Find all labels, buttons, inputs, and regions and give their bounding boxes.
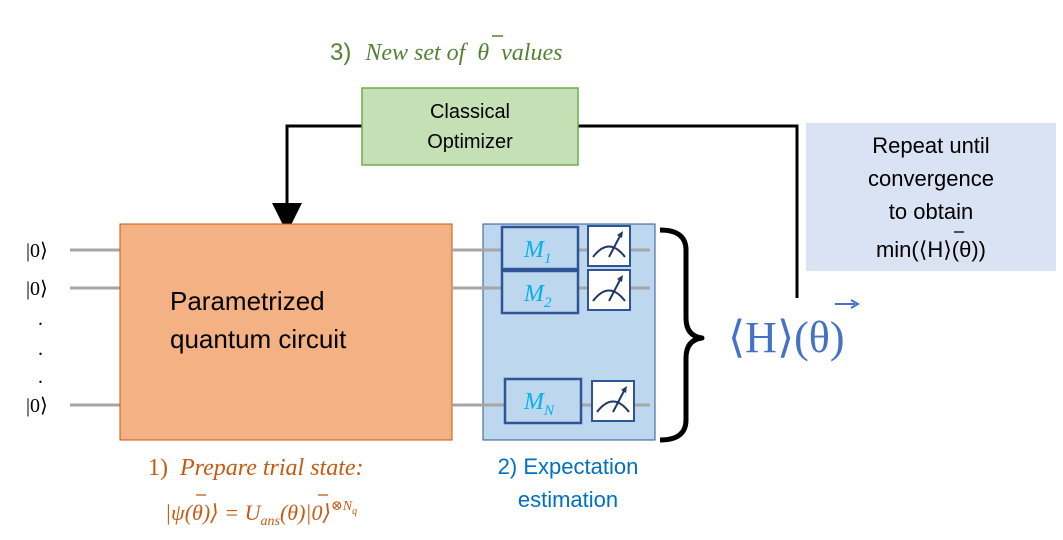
mn-label: MN [523,389,555,419]
repeat-line2: convergence [868,166,994,191]
m2-label: M2 [523,281,552,311]
repeat-line3: to obtain [889,199,973,224]
expectation-theta-arrowhead [850,299,861,309]
m1-label: M1 [523,237,552,267]
circuit-line1: Parametrized [170,286,325,316]
m2-box [500,269,580,315]
step2-line2: estimation [518,487,618,512]
feedback-line [578,124,799,298]
repeat-box [806,123,1056,271]
m1-box [500,225,580,271]
mn-box [503,377,583,425]
meter-icon [591,380,635,422]
qubit-label-n: |0⟩ [26,395,48,417]
dot-2: . [38,338,43,360]
classical-optimizer-box [361,87,579,166]
dot-1: . [38,308,43,330]
dot-3: . [38,366,43,388]
trial-state-equation: |ψ(θ)⟩ = Uans(θ)|0⟩⊗Nq [165,499,357,529]
optimizer-line1: Classical [430,101,510,123]
qubit-label-2: |0⟩ [26,278,48,300]
step2-line1: 2) Expectation [498,454,639,479]
repeat-line4: min(⟨H⟩(θ)) [876,237,986,262]
meter-icon [587,225,631,267]
meter-icon [587,269,631,311]
qubit-label-1: |0⟩ [26,240,48,262]
optimizer-line2: Optimizer [427,131,513,153]
repeat-line1: Repeat until [872,133,989,158]
quantum-circuit-box [119,223,453,441]
expectation-value: ⟨H⟩(θ) [728,313,845,362]
circuit-line2: quantum circuit [170,324,347,354]
step3-label: 3) New set of θ values [330,39,562,66]
step1-label: 1) Prepare trial state: [148,455,364,481]
feedback-arrow [272,124,362,233]
curly-brace [659,227,705,443]
